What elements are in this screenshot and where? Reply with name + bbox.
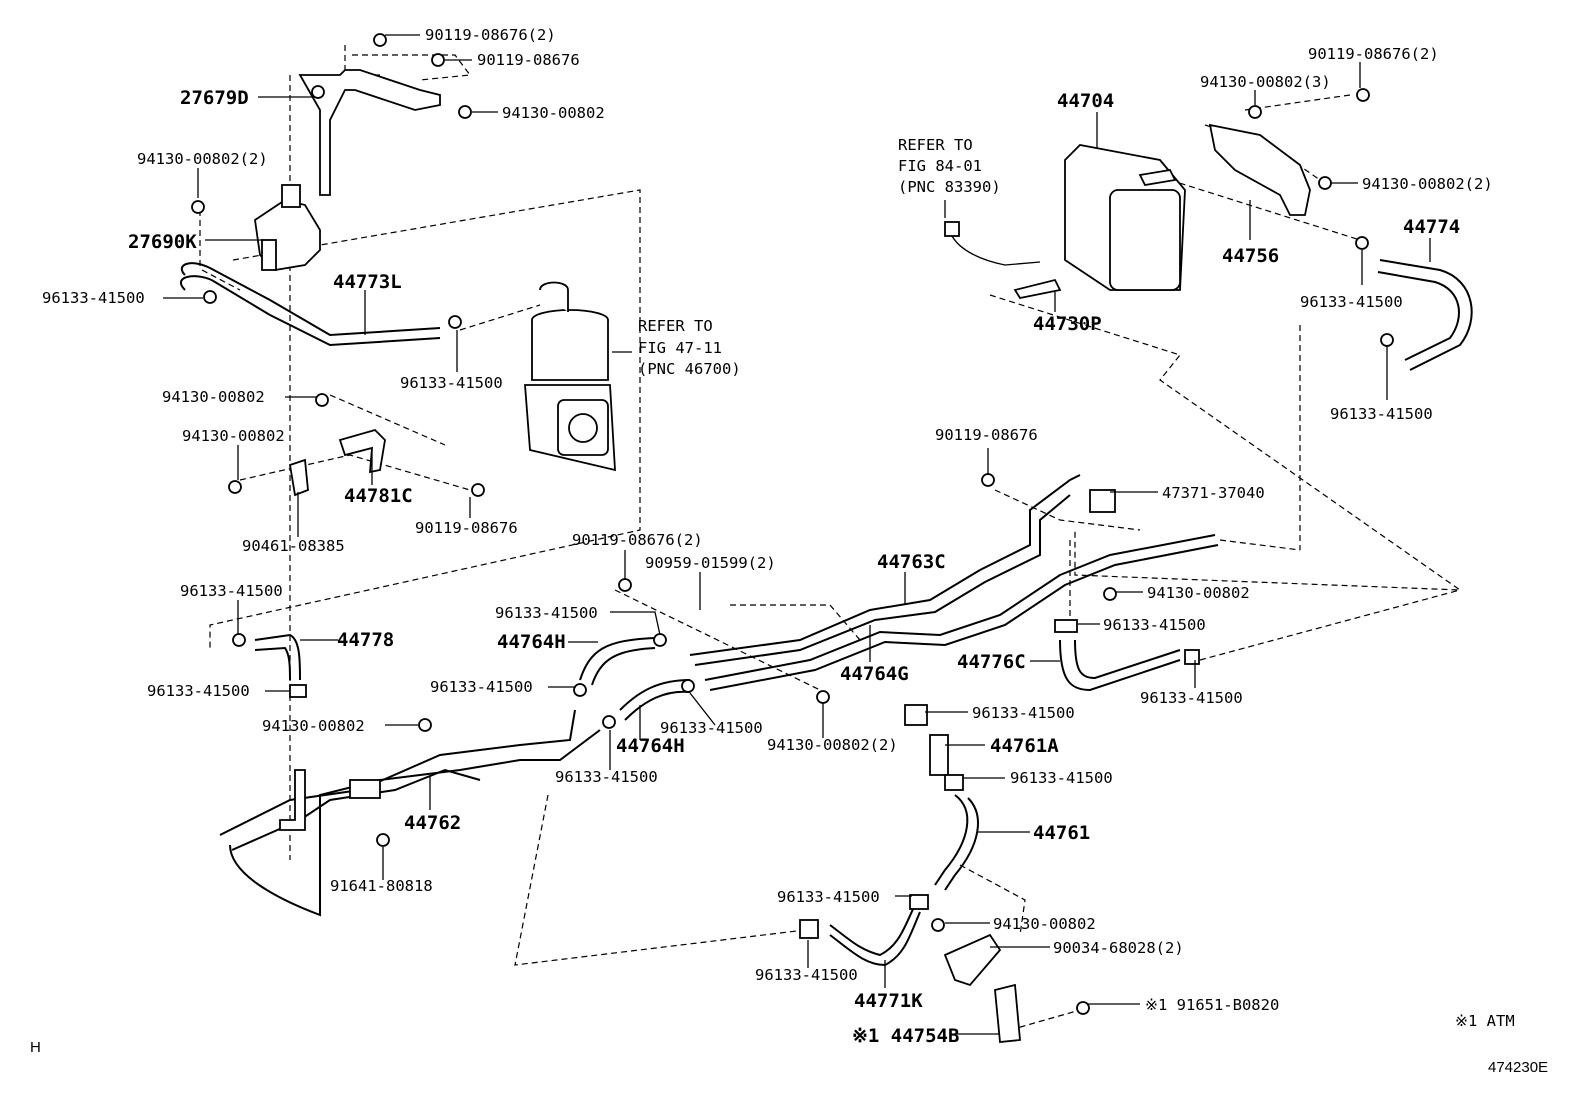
leader-lines xyxy=(163,34,1431,1035)
ref-84-01-line3: (PNC 83390) xyxy=(898,178,1001,196)
label-90119-08676-top: 90119-08676 xyxy=(477,51,580,69)
ref-47-11-line1: REFER TO xyxy=(638,317,713,335)
hose-44773L xyxy=(180,262,441,347)
label-44774: 44774 xyxy=(1403,216,1460,238)
label-96133-41500-c2: 96133-41500 xyxy=(430,678,533,696)
label-91651-B0820: ※1 91651-B0820 xyxy=(1145,996,1279,1014)
label-27690K: 27690K xyxy=(128,231,197,253)
vsv-27690K xyxy=(254,184,321,271)
label-90119-08676-2-top: 90119-08676(2) xyxy=(425,26,556,44)
label-44756: 44756 xyxy=(1222,245,1279,267)
label-96133-41500-mid: 96133-41500 xyxy=(400,374,503,392)
label-94130-00802-b: 94130-00802 xyxy=(182,427,285,445)
ref-47-11-line2: FIG 47-11 xyxy=(638,339,722,357)
label-96133-41500-left: 96133-41500 xyxy=(42,289,145,307)
label-96133-41500-r2: 96133-41500 xyxy=(1140,689,1243,707)
label-44754B: ※1 44754B xyxy=(852,1025,959,1047)
illustration-id: 474230E xyxy=(1488,1059,1548,1076)
label-44771K: 44771K xyxy=(854,990,923,1012)
ref-84-01-line1: REFER TO xyxy=(898,136,973,154)
hose-44774 xyxy=(1377,259,1473,371)
label-96133-41500-r3: 96133-41500 xyxy=(972,704,1075,722)
canister-44704 xyxy=(1064,144,1186,291)
bracket-44756 xyxy=(1208,123,1311,216)
label-44704: 44704 xyxy=(1057,90,1114,112)
label-96133-41500-tr1: 96133-41500 xyxy=(1300,293,1403,311)
label-96133-41500-tr2: 96133-41500 xyxy=(1330,405,1433,423)
hose-44764H-b xyxy=(619,679,691,721)
label-96133-41500-b3: 96133-41500 xyxy=(755,966,858,984)
hose-44764H-a xyxy=(579,637,656,686)
part-labels: 90119-08676(2) 90119-08676 27679D 94130-… xyxy=(42,26,1493,1047)
vsv-47371-37040 xyxy=(1089,489,1116,513)
hose-44778 xyxy=(254,633,307,698)
label-44764G: 44764G xyxy=(840,663,909,685)
bracket-90034-68028 xyxy=(943,933,1021,1043)
label-96133-41500-c4: 96133-41500 xyxy=(555,768,658,786)
label-96133-41500-c3: 96133-41500 xyxy=(660,719,763,737)
ref-47-11-line3: (PNC 46700) xyxy=(638,360,741,378)
label-44778: 44778 xyxy=(337,629,394,651)
left-mark: H xyxy=(30,1039,41,1056)
hose-44771K xyxy=(799,894,929,967)
label-27679D: 27679D xyxy=(180,87,249,109)
label-94130-00802-r: 94130-00802 xyxy=(1147,584,1250,602)
pipe-44762 xyxy=(219,709,601,917)
label-90119-08676-r: 90119-08676 xyxy=(935,426,1038,444)
sensor-44730P xyxy=(944,221,1062,300)
label-90034-68028-2: 90034-68028(2) xyxy=(1053,939,1184,957)
label-90119-08676-mid: 90119-08676 xyxy=(415,519,518,537)
fasteners xyxy=(191,33,1394,1015)
label-44761: 44761 xyxy=(1033,822,1090,844)
label-44764H-a: 44764H xyxy=(497,631,566,653)
label-44762: 44762 xyxy=(404,812,461,834)
label-96133-41500-r4: 96133-41500 xyxy=(1010,769,1113,787)
label-90461-08385: 90461-08385 xyxy=(242,537,345,555)
label-96133-41500-l3: 96133-41500 xyxy=(147,682,250,700)
label-96133-41500-c1: 96133-41500 xyxy=(495,604,598,622)
label-94130-00802-2-c: 94130-00802(2) xyxy=(767,736,898,754)
label-94130-00802-3: 94130-00802(3) xyxy=(1200,73,1331,91)
label-44776C: 44776C xyxy=(957,651,1026,673)
label-94130-00802-b2: 94130-00802 xyxy=(993,915,1096,933)
label-94130-00802-top: 94130-00802 xyxy=(502,104,605,122)
label-90959-01599-2: 90959-01599(2) xyxy=(645,554,776,572)
label-94130-00802-a: 94130-00802 xyxy=(162,388,265,406)
bracket-27679D xyxy=(298,69,441,196)
bracket-44781C xyxy=(288,428,386,497)
label-44761A: 44761A xyxy=(990,735,1059,757)
label-44781C: 44781C xyxy=(344,485,413,507)
label-44763C: 44763C xyxy=(877,551,946,573)
hose-44761A-44761 xyxy=(904,704,979,891)
hose-44776C xyxy=(1054,619,1200,692)
ref-84-01-line2: FIG 84-01 xyxy=(898,157,982,175)
label-96133-41500-b1: 96133-41500 xyxy=(777,888,880,906)
label-94130-00802-2-left: 94130-00802(2) xyxy=(137,150,268,168)
footer: H ※1 ATM 474230E xyxy=(30,1012,1548,1076)
pipe-44763C xyxy=(689,474,1219,691)
label-90119-08676-2-r: 90119-08676(2) xyxy=(1308,45,1439,63)
label-44730P: 44730P xyxy=(1033,313,1102,335)
label-96133-41500-r1: 96133-41500 xyxy=(1103,616,1206,634)
label-44773L: 44773L xyxy=(333,271,402,293)
atm-note: ※1 ATM xyxy=(1455,1012,1515,1030)
label-90119-08676-2-mid: 90119-08676(2) xyxy=(572,531,703,549)
label-94130-00802-2-r: 94130-00802(2) xyxy=(1362,175,1493,193)
label-91641-80818: 91641-80818 xyxy=(330,877,433,895)
label-94130-00802-l4: 94130-00802 xyxy=(262,717,365,735)
label-47371-37040: 47371-37040 xyxy=(1162,484,1265,502)
label-44764H-b: 44764H xyxy=(616,735,685,757)
label-96133-41500-l2: 96133-41500 xyxy=(180,582,283,600)
canister-ref-46700 xyxy=(524,281,616,472)
